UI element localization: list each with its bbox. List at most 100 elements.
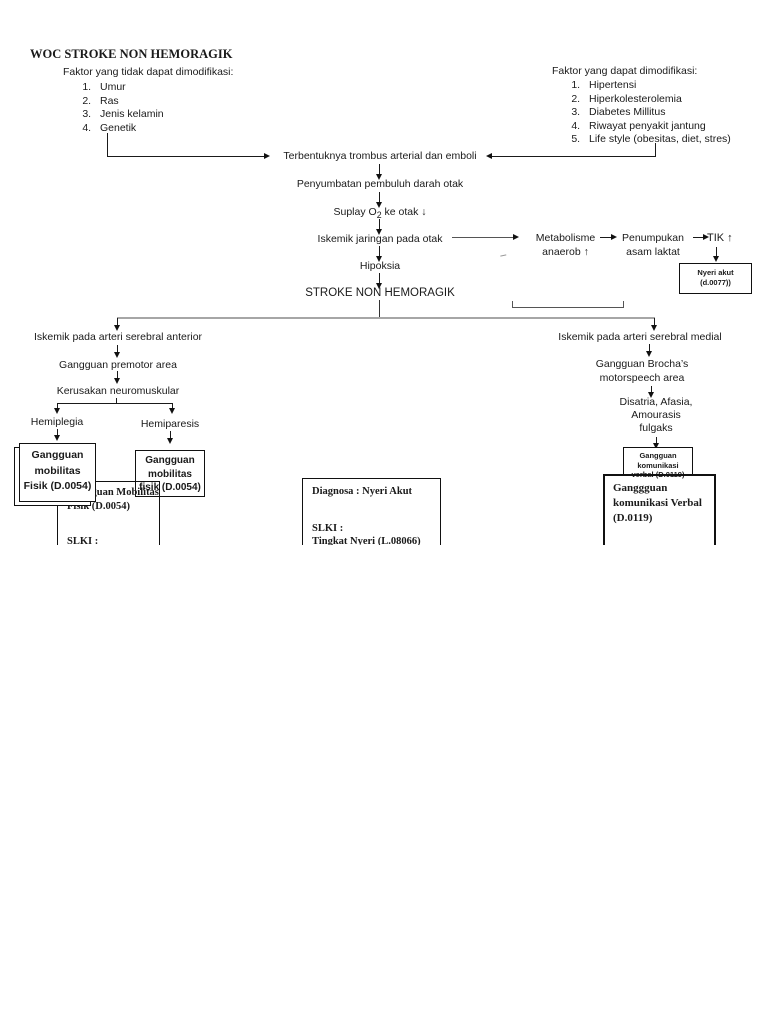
brocha-line1: Gangguan Brocha’s [595,358,689,370]
connector-line [107,133,109,157]
flow-line [379,192,381,203]
suplay-text: ke otak ↓ [381,206,427,218]
arrowhead-right-icon [264,153,270,159]
connector-line [489,156,656,158]
box-f-line2: komunikasi Verbal [613,497,702,509]
node-penyumbatan: Penyumbatan pembuluh darah otak [296,178,464,190]
factors-left-list: Umur Ras Jenis kelamin Genetik [74,81,164,135]
box-f-line3: (D.0119) [613,512,653,524]
arrowhead-right-icon [513,234,519,240]
branch-stem-line [379,300,381,318]
factor-item: Genetik [94,122,164,136]
arrowhead-right-icon [611,234,617,240]
factor-item: Umur [94,81,164,95]
factor-item: Ras [94,95,164,109]
arrowhead-down-icon [114,352,120,358]
flow-line [716,247,718,257]
node-stroke: STROKE NON HEMORAGIK [305,287,455,299]
connector-line [107,156,266,158]
box-komunikasi-verbal: Ganggguan komunikasi Verbal (D.0119) [603,474,716,545]
arrowhead-down-icon [54,408,60,414]
arrowhead-down-icon [169,408,175,414]
branch-drop-line [117,318,119,326]
suplay-text: Suplay O [333,206,377,218]
flow-line [651,386,653,393]
disatria-line3: fulgaks [639,422,673,434]
box-a-line1: Gangguan [31,449,84,461]
flow-line [379,219,381,230]
flow-line [452,237,514,239]
flow-line [379,246,381,257]
factor-item: Diabetes Millitus [583,106,731,120]
nyeri-akut-line2: (d.0077)) [700,278,731,287]
flow-line [117,371,119,379]
page-title: WOC STROKE NON HEMORAGIK [30,47,233,61]
flow-line [379,164,381,175]
node-suplay-o2: Suplay O2 ke otak ↓ [255,206,505,222]
stray-mark [499,251,507,257]
box-c-line2: mobilitas [148,468,192,480]
arrowhead-down-icon [651,325,657,331]
box-diagnosa-mobilitas: Gangguan Mobilitas Fisik (D.0054) SLKI : [57,481,160,545]
penumpukan-line1: Penumpukan [622,232,684,244]
node-tik: TIK ↑ [707,232,733,244]
arrowhead-down-icon [646,351,652,357]
arrowhead-down-icon [114,325,120,331]
arrowhead-down-icon [376,256,382,262]
box-a-line2: mobilitas [34,464,81,477]
box-d-diagnosa: Diagnosa : Nyeri Akut [312,486,413,497]
node-iskemik-jaringan: Iskemik jaringan pada otak [317,233,443,245]
node-disatria: Disatria, Afasia, Amourasis fulgaks [587,396,725,435]
disatria-line1: Disatria, Afasia, [619,396,693,408]
box-e-line1: Gangguan [639,451,677,460]
arrowhead-down-icon [54,435,60,441]
branch-drop-line [654,318,656,326]
split-line [57,403,173,405]
brocha-line2: motorspeech area [599,371,685,384]
metabolisme-line2: anaerob ↑ [542,246,589,258]
box-b-slki: SLKI : [67,536,99,545]
box-c-line3: fisik (D.0054) [139,482,201,493]
box-d-tingkat: Tingkat Nyeri (L.08066) [312,536,421,545]
factor-item: Riwayat penyakit jantung [583,120,731,134]
node-neuromuskular: Kerusakan neuromuskular [56,385,180,397]
penumpukan-line2: asam laktat [626,246,680,258]
node-hipoksia: Hipoksia [359,260,401,272]
disatria-line2: Amourasis [631,409,681,421]
branch-horizontal-line [117,317,655,319]
box-d-slki: SLKI : [312,523,344,534]
arrowhead-down-icon [648,392,654,398]
box-b-line2: Fisik (D.0054) [67,500,130,512]
bracket-mark [512,301,624,308]
box-nyeri-akut: Nyeri akut (d.0077)) [679,263,752,294]
box-komunikasi-small: Gangguan komunikasi verbal (D.0119) [623,447,693,479]
flow-line [649,344,651,352]
box-c-line1: Gangguan [145,455,195,466]
node-iskemik-medial: Iskemik pada arteri serebral medial [558,331,722,343]
box-b-line1: Gangguan Mobilitas [67,487,159,498]
split-line [57,403,59,409]
box-f-line1: Ganggguan [613,482,668,494]
factors-left-heading: Faktor yang tidak dapat dimodifikasi: [63,66,234,78]
factors-right-heading: Faktor yang dapat dimodifikasi: [552,65,698,77]
arrowhead-down-icon [376,283,382,289]
arrowhead-left-icon [486,153,492,159]
arrowhead-right-icon [703,234,709,240]
connector-line [655,143,657,157]
split-line [172,403,174,409]
node-metabolisme: Metabolisme anaerob ↑ [523,231,608,259]
node-brocha: Gangguan Brocha’s motorspeech area [558,358,726,385]
flow-line [117,345,119,353]
box-diagnosa-nyeri: Diagnosa : Nyeri Akut SLKI : Tingkat Nye… [302,478,441,545]
factors-right-list: Hipertensi Hiperkolesterolemia Diabetes … [563,79,731,147]
flow-line [170,431,172,439]
factor-item: Hipertensi [583,79,731,93]
arrowhead-down-icon [713,256,719,262]
flow-line [600,237,612,239]
box-e-line2: komunikasi [637,460,679,470]
arrowhead-down-icon [376,229,382,235]
flow-line [693,237,704,239]
nyeri-akut-line1: Nyeri akut [697,268,734,277]
metabolisme-line1: Metabolisme [535,232,596,244]
